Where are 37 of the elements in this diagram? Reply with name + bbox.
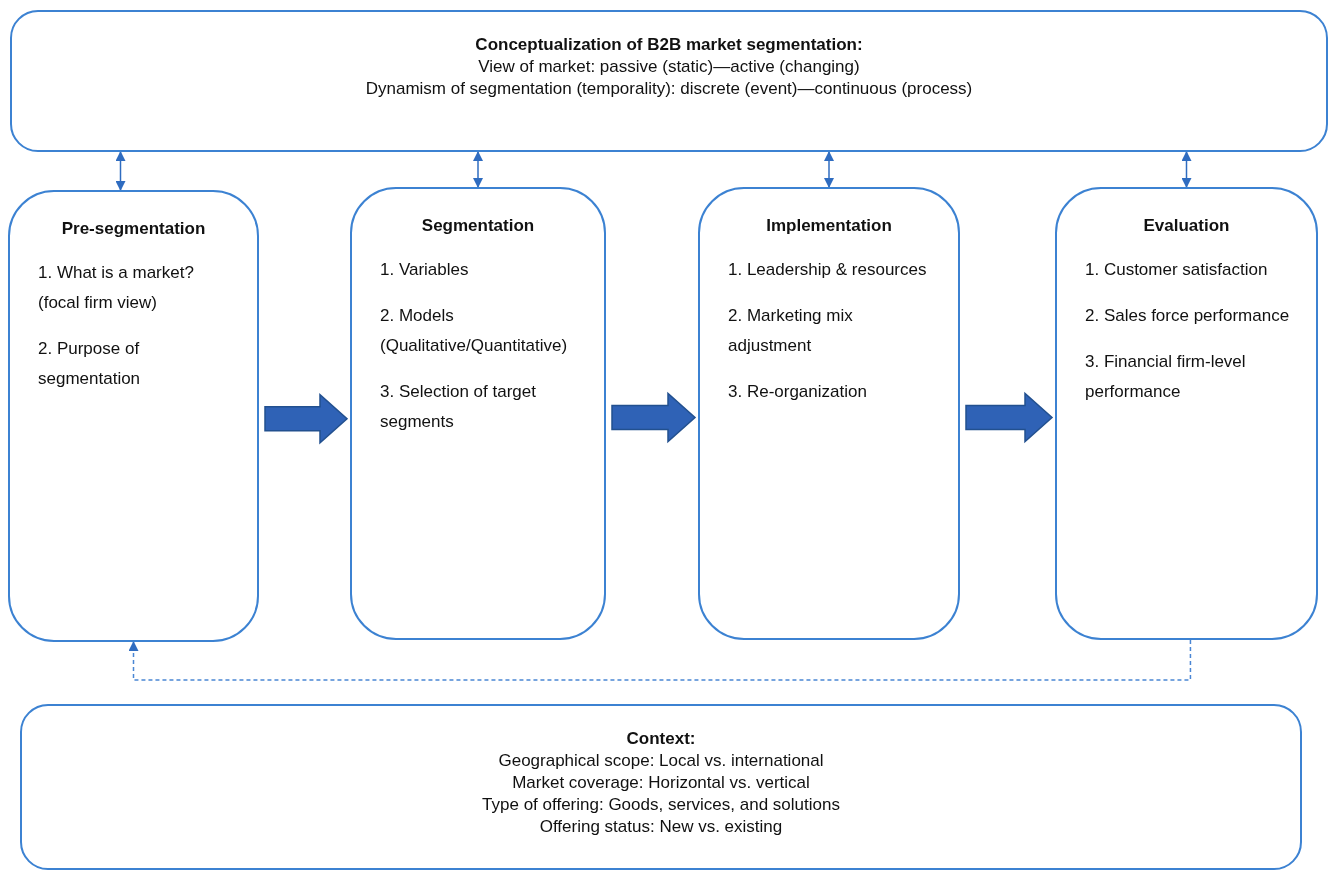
list-item: Geographical scope: Local vs. international [497,750,825,772]
heading: Context: [625,728,697,750]
double-arrow [824,151,834,188]
heading: Pre-segmentation [60,218,207,240]
list-item: 3. Financial firm-level performance [1085,351,1247,403]
block-arrow [611,391,697,444]
list-item: Offering status: New vs. existing [538,816,784,838]
list-item: 2. Marketing mix adjustment [728,305,854,357]
stage-box [1055,187,1318,640]
list-item: 2. Models (Qualitative/Quantitative) [380,305,569,357]
double-arrow [1181,151,1192,188]
stage-box [8,190,259,642]
heading: Segmentation [420,215,536,237]
info-panel [20,704,1302,870]
list-item: 1. Leadership & resources [728,259,928,281]
list-item: 2. Purpose of segmentation [38,338,142,390]
list-item: 3. Re-organization [728,381,868,403]
heading: Implementation [765,215,893,237]
stage-box [698,187,960,640]
feedback-arrow [128,639,1192,681]
block-arrow [264,393,349,445]
block-arrow [965,391,1054,444]
list-item: View of market: passive (static)—active (changing) [477,56,861,78]
list-item: 1. What is a market? (focal firm view) [38,262,195,314]
double-arrow [473,151,483,188]
list-item: Type of offering: Goods, services, and solutions [481,794,841,816]
heading: Evaluation [1142,215,1231,237]
stage-box [350,187,606,640]
list-item: 1. Customer satisfaction [1085,259,1269,281]
list-item: Dynamism of segmentation (temporality): discrete (event)—continuous (process) [364,78,974,100]
list-item: 3. Selection of target segments [380,381,537,433]
info-panel [10,10,1328,152]
list-item: 1. Variables [380,259,470,281]
double-arrow [115,151,126,191]
list-item: Market coverage: Horizontal vs. vertical [511,772,811,794]
list-item: 2. Sales force performance [1085,305,1291,327]
heading: Conceptualization of B2B market segmentation: [474,34,864,56]
